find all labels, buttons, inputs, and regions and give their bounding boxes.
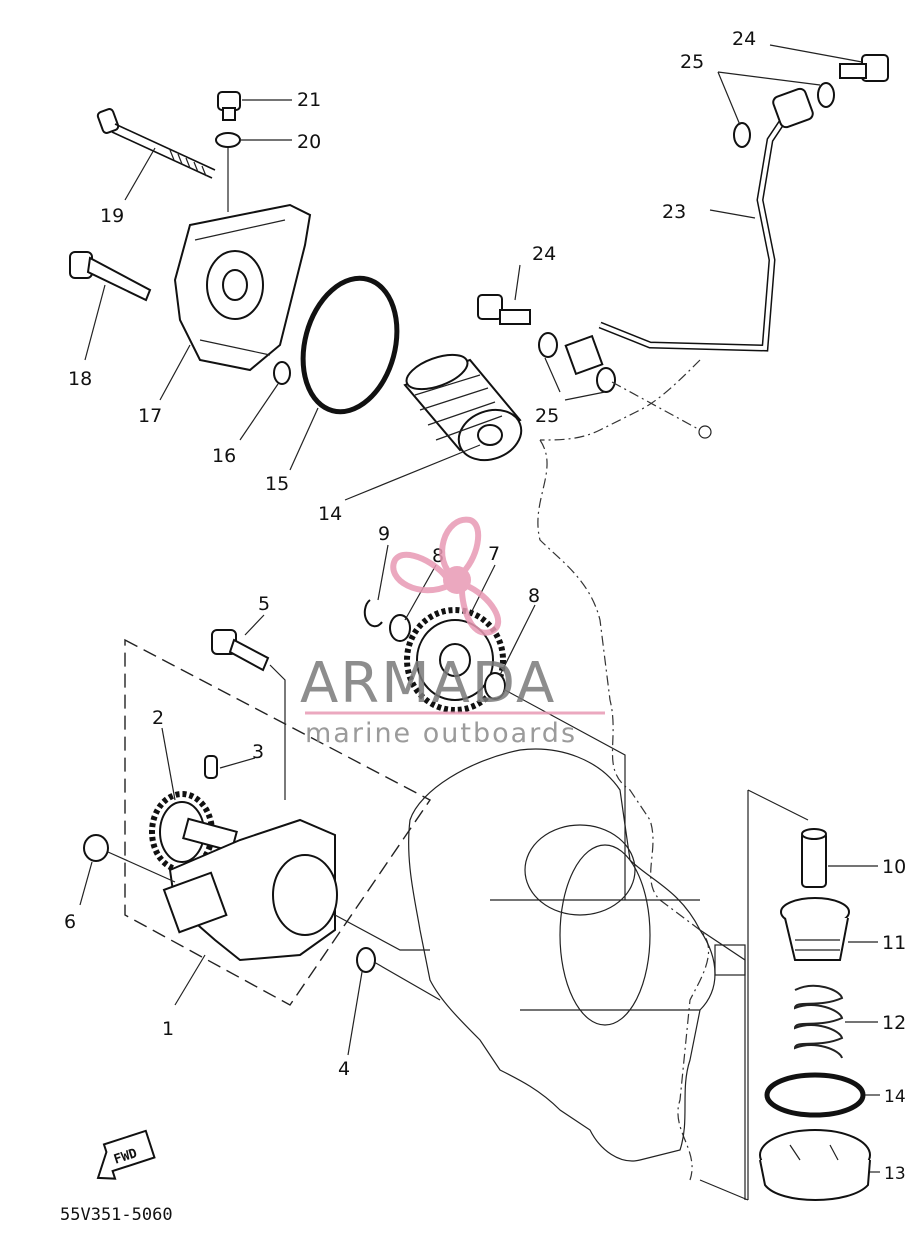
callout-18: 17 — [138, 405, 162, 427]
callout-10: 10 — [882, 856, 906, 878]
washer-25-c — [733, 122, 751, 148]
washer-21 — [215, 132, 241, 148]
drive-gear-7 — [404, 607, 506, 713]
callout-9: 9 — [378, 523, 390, 545]
callout-23: 23 — [662, 201, 686, 223]
callout-14: 14 — [884, 1087, 906, 1107]
o-ring-17 — [273, 361, 291, 385]
union-bolt-24-upper — [839, 54, 889, 82]
engine-bore — [559, 844, 651, 1026]
bolt-5 — [211, 629, 270, 672]
callout-16: 15 — [265, 473, 289, 495]
callout-20: 19 — [100, 205, 124, 227]
callout-6: 6 — [64, 911, 76, 933]
callout-13: 13 — [884, 1164, 906, 1184]
armada-watermark: ARMADA marine outboards — [300, 516, 605, 749]
oil-filter-15 — [403, 353, 523, 462]
filter-cover-18 — [173, 203, 312, 372]
circlip-9 — [363, 599, 383, 628]
callout-25-lower: 25 — [535, 405, 559, 427]
brand-tagline: marine outboards — [305, 718, 577, 749]
fwd-label: FWD — [112, 1146, 139, 1168]
spring-12 — [793, 984, 844, 1059]
o-ring-4 — [356, 947, 376, 973]
callout-24-upper: 24 — [732, 28, 756, 50]
callout-11: 11 — [882, 932, 906, 954]
callout-21: 20 — [297, 131, 321, 153]
bolt-20 — [96, 108, 216, 179]
callout-2: 2 — [152, 707, 164, 729]
union-bolt-24-lower — [477, 294, 531, 325]
engine-case-outline — [408, 748, 716, 1162]
washer-25-a — [538, 332, 558, 358]
washer-8-a — [389, 614, 411, 642]
fwd-arrow: FWD — [96, 1129, 156, 1180]
washer-25-d — [817, 82, 835, 108]
dowel-pin-10 — [801, 828, 827, 888]
callout-15: 14 — [318, 503, 342, 525]
oil-pipe-23 — [564, 87, 814, 376]
washer-8-b — [484, 672, 506, 700]
dowel-6 — [83, 834, 109, 862]
pump-gear-2 — [149, 791, 238, 873]
callout-1: 1 — [162, 1018, 174, 1040]
o-ring-16 — [300, 275, 400, 415]
strainer-11 — [780, 897, 850, 961]
propeller-logo-icon — [390, 516, 502, 636]
callout-5: 5 — [258, 593, 270, 615]
callout-8-b: 8 — [528, 585, 540, 607]
oil-pump-1 — [162, 818, 338, 962]
washer-25-b — [596, 367, 616, 393]
callout-7: 7 — [488, 543, 500, 565]
callout-24-lower: 24 — [532, 243, 556, 265]
engine-block-outline — [537, 439, 710, 1181]
callout-17: 16 — [212, 445, 236, 467]
screw-22 — [217, 91, 241, 121]
callout-19: 18 — [68, 368, 92, 390]
bolt-19 — [69, 251, 152, 302]
callout-4: 4 — [338, 1058, 350, 1080]
callout-12: 12 — [882, 1012, 906, 1034]
oil-pump-assembly-box — [124, 638, 432, 1006]
part-number: 55V351-5060 — [60, 1205, 173, 1225]
drain-plug-13 — [759, 1129, 871, 1201]
brand-name: ARMADA — [300, 651, 556, 716]
pin-3 — [204, 755, 218, 779]
o-ring-14 — [764, 1072, 866, 1118]
callout-25-upper: 25 — [680, 51, 704, 73]
leader-lines — [79, 44, 880, 1173]
callout-22: 21 — [297, 89, 321, 111]
callout-3: 3 — [252, 741, 264, 763]
callout-numbers: 21 20 19 18 17 16 15 14 23 24 25 24 25 9… — [64, 28, 906, 1184]
